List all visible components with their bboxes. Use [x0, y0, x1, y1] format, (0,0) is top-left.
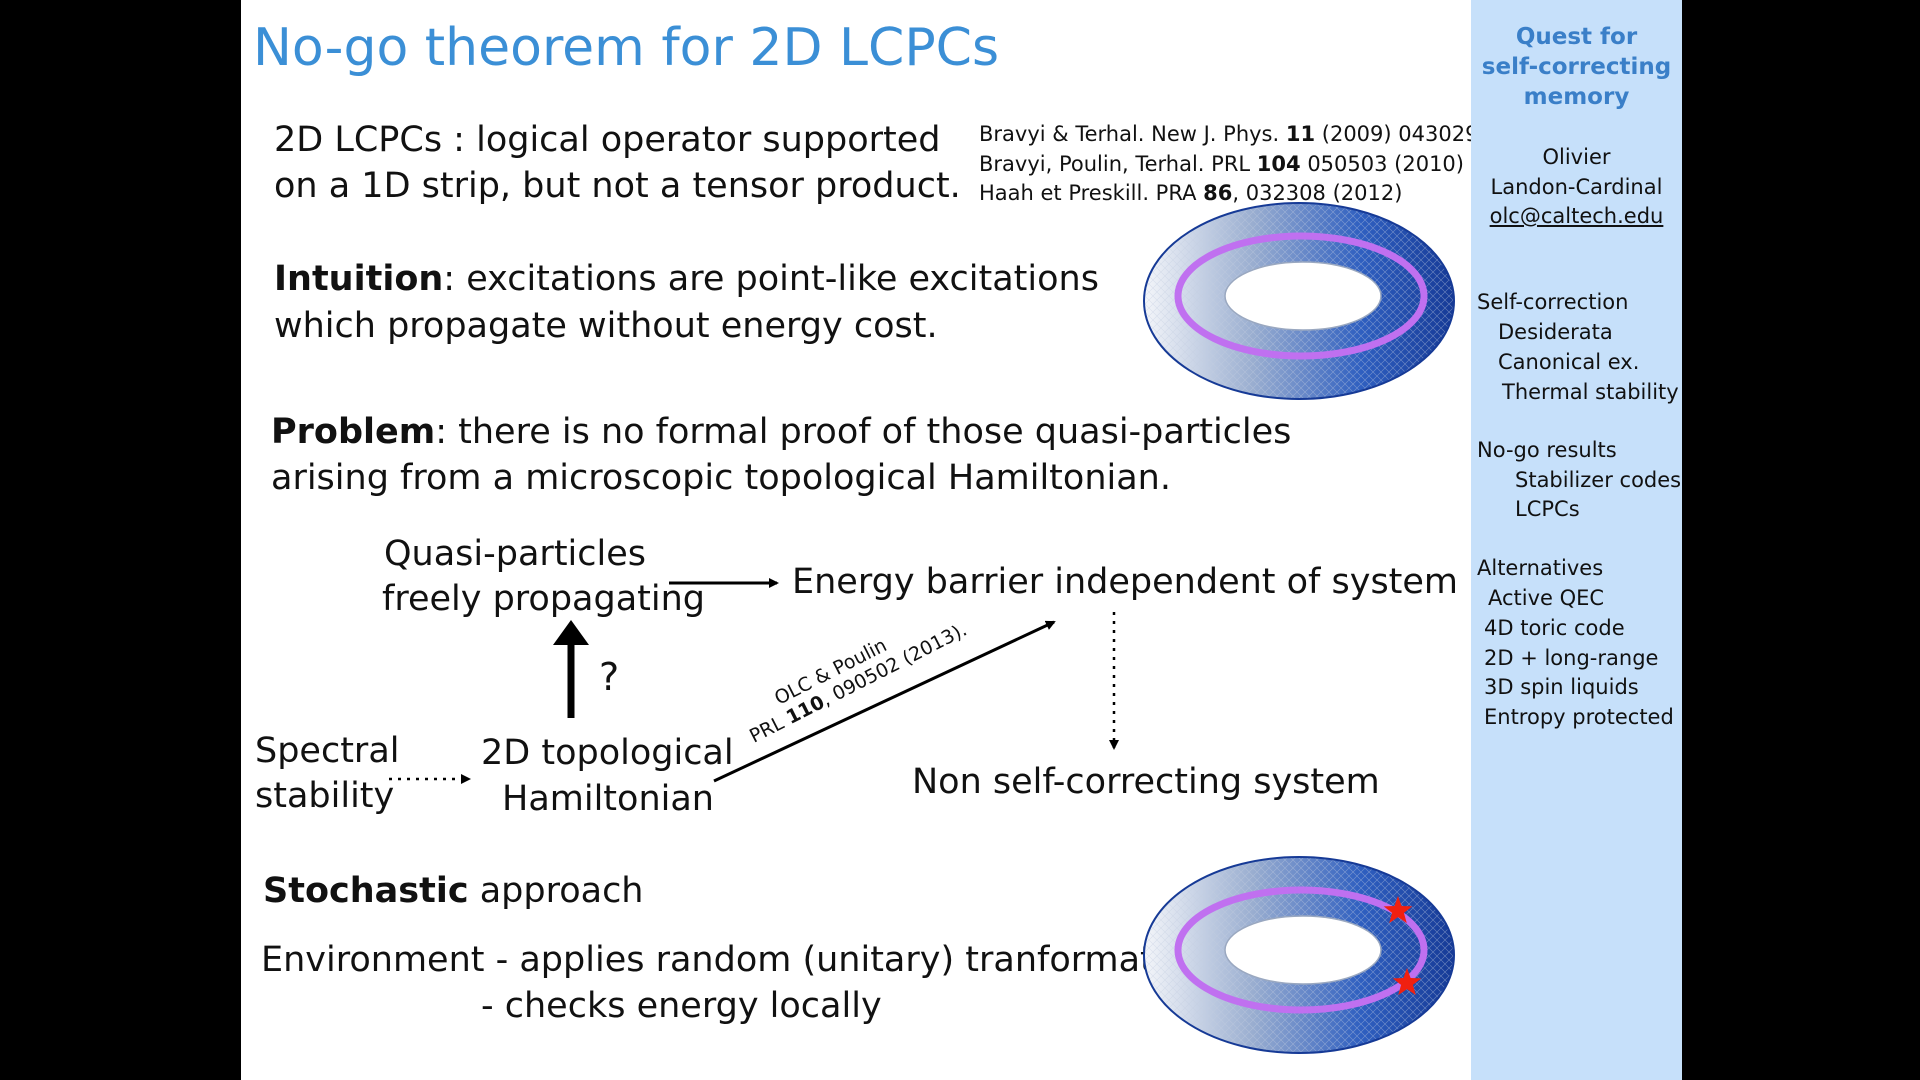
sidebar-author-line-1: Olivier [1542, 145, 1611, 169]
quasi-particles-line-2: freely propagating [382, 579, 705, 619]
environment-line-1: Environment - applies random (unitary) t… [261, 940, 1226, 980]
energy-barrier-label: Energy barrier independent of system siz… [792, 562, 1471, 602]
non-self-correcting-label: Non self-correcting system [912, 762, 1380, 802]
sidebar-item-active-qec[interactable]: Active QEC [1488, 586, 1605, 610]
reference-3: Haah et Preskill. PRA 86, 032308 (2012) [979, 181, 1403, 205]
stochastic-heading: Stochastic approach [263, 871, 644, 911]
spectral-line-2: stability [255, 776, 395, 816]
torus-lower-loop [1174, 886, 1428, 1014]
torus-upper [1143, 202, 1455, 400]
sidebar-item-3d-spin-liquids[interactable]: 3D spin liquids [1484, 675, 1639, 699]
sidebar-item-2d-long-range[interactable]: 2D + long-range [1484, 646, 1659, 670]
arrow-up-head [553, 620, 589, 645]
sidebar-author-line-2: Landon-Cardinal [1490, 175, 1663, 199]
sidebar-section-self-correction[interactable]: Self-correction [1477, 290, 1629, 314]
hamiltonian-line-2: Hamiltonian [502, 779, 714, 819]
sidebar-item-lcpcs[interactable]: LCPCs [1515, 497, 1580, 521]
slide-title: No-go theorem for 2D LCPCs [253, 18, 1000, 78]
torus-lower [1143, 856, 1455, 1054]
statement-line-1: 2D LCPCs : logical operator supported [274, 120, 941, 160]
sidebar-section-no-go-results[interactable]: No-go results [1477, 438, 1617, 462]
reference-1: Bravyi & Terhal. New J. Phys. 11 (2009) … [979, 122, 1471, 146]
sidebar-title-line-3: memory [1523, 84, 1630, 110]
sidebar-title-line-1: Quest for [1515, 24, 1638, 50]
arrow-diagonal [713, 620, 1056, 783]
reference-2: Bravyi, Poulin, Terhal. PRL 104 050503 (… [979, 152, 1464, 176]
spectral-line-1: Spectral [255, 731, 400, 771]
sidebar-title-line-2: self-correcting [1481, 54, 1672, 80]
problem-line-1: Problem: there is no formal proof of tho… [271, 412, 1292, 452]
intuition-line-2: which propagate without energy cost. [274, 306, 938, 346]
problem-line-2: arising from a microscopic topological H… [271, 458, 1171, 498]
slide-graphics [389, 202, 1455, 1054]
sidebar-section-alternatives[interactable]: Alternatives [1477, 556, 1604, 580]
sidebar-item-canonical-ex[interactable]: Canonical ex. [1498, 350, 1640, 374]
sidebar-item-thermal-stability[interactable]: Thermal stability [1502, 380, 1679, 404]
torus-upper-loop [1174, 232, 1428, 360]
question-mark: ? [599, 655, 620, 699]
sidebar: Quest for self-correcting memory Olivier… [1471, 0, 1682, 1080]
sidebar-item-stabilizer-codes[interactable]: Stabilizer codes [1515, 468, 1682, 492]
excitation-star-1 [1383, 896, 1413, 924]
slide: No-go theorem for 2D LCPCs 2D LCPCs : lo… [241, 0, 1471, 1080]
quasi-particles-line-1: Quasi-particles [384, 534, 647, 574]
intuition-line-1: Intuition: excitations are point-like ex… [274, 259, 1099, 299]
statement-line-2: on a 1D strip, but not a tensor product. [274, 166, 961, 206]
sidebar-email-link[interactable]: olc@caltech.edu [1489, 204, 1664, 228]
sidebar-item-entropy-protected[interactable]: Entropy protected [1484, 705, 1674, 729]
hamiltonian-line-1: 2D topological [481, 733, 734, 773]
sidebar-item-desiderata[interactable]: Desiderata [1498, 320, 1613, 344]
excitation-star-2 [1392, 968, 1422, 996]
sidebar-item-4d-toric-code[interactable]: 4D toric code [1484, 616, 1625, 640]
environment-line-2: - checks energy locally [481, 986, 882, 1026]
